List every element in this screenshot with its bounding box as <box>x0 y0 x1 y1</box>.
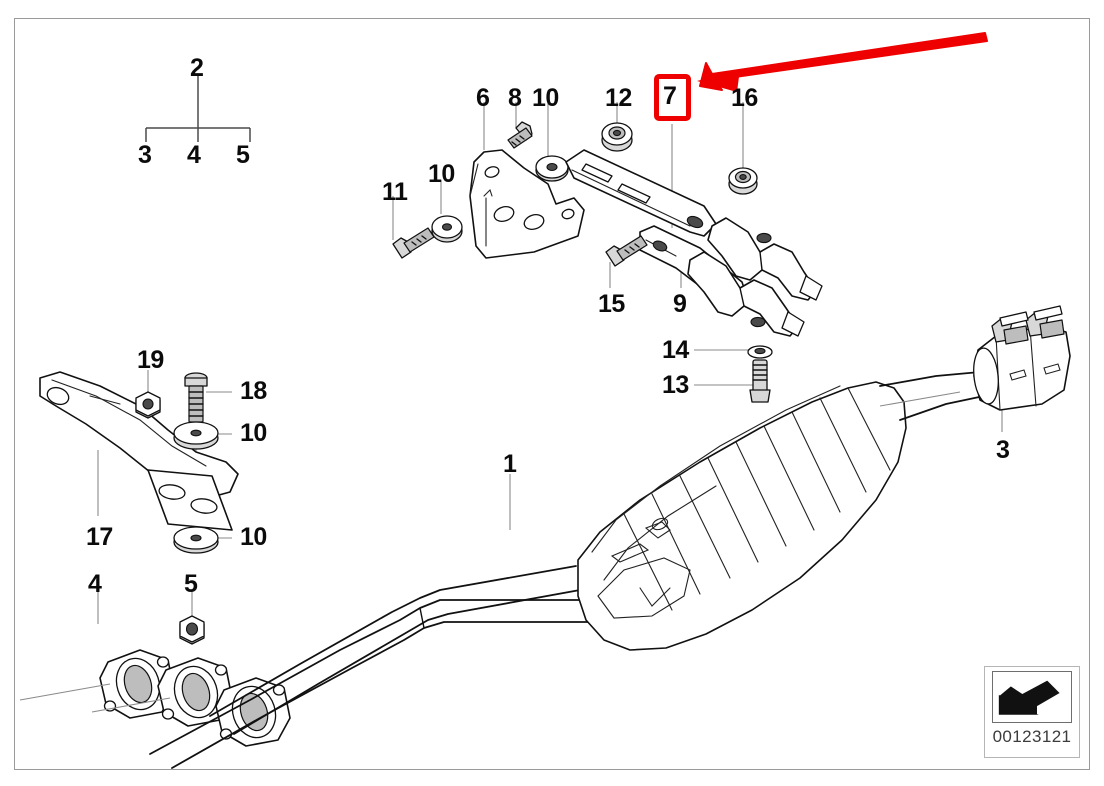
callout-13: 13 <box>662 371 689 399</box>
callout-7-highlighted: 7 <box>663 82 677 110</box>
diagram-id-block: 00123121 <box>984 666 1080 758</box>
diagram-border-frame <box>14 18 1090 770</box>
callout-19: 19 <box>137 346 164 374</box>
callout-3-a: 3 <box>138 141 152 169</box>
callout-10-c: 10 <box>240 419 267 447</box>
callout-18: 18 <box>240 377 267 405</box>
callout-14: 14 <box>662 336 689 364</box>
callout-1: 1 <box>503 450 517 478</box>
diagram-id-number: 00123121 <box>992 727 1072 746</box>
callout-9: 9 <box>673 290 687 318</box>
callout-2: 2 <box>190 54 204 82</box>
callout-17: 17 <box>86 523 113 551</box>
callout-3-b: 3 <box>996 436 1010 464</box>
callout-4-a: 4 <box>187 141 201 169</box>
callout-5-b: 5 <box>184 570 198 598</box>
callout-15: 15 <box>598 290 625 318</box>
red-highlight-box <box>654 74 691 121</box>
callout-16: 16 <box>731 84 758 112</box>
callout-5-a: 5 <box>236 141 250 169</box>
callout-12: 12 <box>605 84 632 112</box>
callout-11: 11 <box>382 178 408 206</box>
callout-10-a: 10 <box>532 84 559 112</box>
callout-10-b: 10 <box>428 160 455 188</box>
direction-arrow-icon <box>992 671 1072 723</box>
callout-10-d: 10 <box>240 523 267 551</box>
callout-4-b: 4 <box>88 570 102 598</box>
callout-6: 6 <box>476 84 490 112</box>
callout-8: 8 <box>508 84 522 112</box>
